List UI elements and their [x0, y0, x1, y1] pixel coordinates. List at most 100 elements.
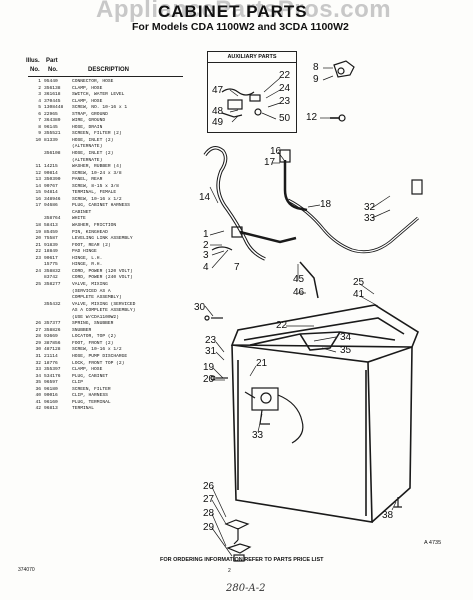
callout-23: 23 — [205, 335, 217, 346]
callout-25: 25 — [353, 277, 365, 288]
callout-41: 41 — [353, 289, 365, 300]
col-header-partno: No. — [48, 67, 58, 73]
row-description: CLAMP, HOSE — [72, 98, 103, 104]
page-subtitle: For Models CDA 1100W2 and 3CDA 1100W2 — [132, 21, 349, 33]
row-illus-no: 27 — [35, 327, 41, 333]
row-description: CONNECTOR, HOSE — [72, 79, 114, 84]
row-illus-no: 21 — [35, 242, 41, 248]
row-part-no: 355432 — [44, 301, 61, 307]
row-description: LEVELING LINK ASSEMBLY — [72, 236, 133, 242]
callout-32: 32 — [364, 202, 376, 213]
row-illus-no: 5 — [38, 105, 41, 111]
row-part-no: 358764 — [44, 216, 61, 222]
row-description: HOSE, INLET (2) — [72, 137, 114, 143]
row-illus-no: 7 — [38, 118, 41, 124]
row-part-no: 94814 — [44, 190, 58, 196]
row-part-no: 361618 — [44, 92, 61, 98]
aux-wire-harness — [221, 88, 262, 118]
row-illus-no: 17 — [35, 203, 41, 209]
row-illus-no: 4 — [38, 98, 41, 104]
row-part-no: 358277 — [44, 281, 61, 287]
parts-table-row: CABINET — [28, 210, 193, 217]
row-description: SCREW, 8-15 x 3/8 — [72, 183, 119, 189]
hose-clamp-shape — [333, 60, 355, 78]
row-description: WASHER, RUBBER (4) — [72, 164, 122, 170]
callout-35: 35 — [340, 345, 352, 356]
row-description: CORD, POWER (240 VOLT) — [72, 275, 133, 281]
row-part-no: 96813 — [44, 406, 58, 412]
aux-callout-48: 48 — [212, 106, 224, 117]
row-part-no: 358832 — [44, 268, 61, 274]
callout-20: 20 — [203, 374, 215, 385]
row-illus-no: 34 — [35, 373, 41, 379]
row-part-no: 358826 — [44, 327, 61, 333]
figure-code: A 4735 — [424, 540, 442, 546]
row-description: SNUBBER — [72, 327, 92, 333]
callout-18: 18 — [320, 199, 332, 210]
auxiliary-parts-box: AUXILIARY PARTS — [207, 51, 297, 133]
parts-table-row: (USE W/CDA1100W2) — [28, 315, 193, 322]
callout-31: 31 — [205, 346, 217, 357]
row-description: LOCK, FRONT TOP (2) — [72, 360, 125, 366]
row-part-no: 90016 — [44, 393, 58, 399]
row-part-no: 83742 — [44, 275, 58, 281]
parts-table-row: COMPLETE ASSEMBLY) — [28, 295, 193, 302]
row-part-no: 85459 — [44, 229, 58, 235]
row-part-no: 355397 — [44, 367, 61, 373]
row-part-no: 96180 — [44, 386, 58, 392]
aux-callout-49: 49 — [212, 117, 224, 128]
callout-19: 19 — [203, 362, 215, 373]
row-illus-no: 11 — [35, 164, 41, 170]
callout-27: 27 — [203, 494, 215, 505]
callout-22: 22 — [276, 320, 288, 331]
cabinet-outline — [230, 304, 419, 523]
row-illus-no: 40 — [35, 393, 41, 399]
row-description: (ALTERNATE) — [72, 144, 103, 150]
aux-callout-22: 22 — [279, 70, 291, 81]
callout-4: 4 — [203, 262, 209, 273]
row-part-no: 487128 — [44, 347, 61, 353]
page-title: CABINET PARTS — [158, 2, 308, 21]
callout-38: 38 — [382, 510, 394, 521]
auxiliary-title-rule — [208, 62, 296, 63]
callout-9: 9 — [313, 74, 319, 85]
row-description: VALVE, MIXING — [72, 281, 108, 287]
aux-callout-24: 24 — [279, 83, 291, 94]
row-illus-no: 23 — [35, 255, 41, 261]
row-illus-no: 3 — [38, 92, 41, 98]
row-illus-no: 1 — [38, 79, 41, 84]
row-description: CLAMP, HOSE — [72, 367, 103, 373]
row-part-no: 15775 — [44, 262, 58, 268]
callout-45: 45 — [293, 274, 305, 285]
row-illus-no: 6 — [38, 111, 41, 117]
row-part-no: 21114 — [44, 353, 58, 359]
row-illus-no: 16 — [35, 196, 41, 202]
row-illus-no: 31 — [35, 353, 41, 359]
document-code: 374070 — [18, 567, 35, 573]
callout-14: 14 — [199, 192, 211, 203]
row-part-no: 94686 — [44, 203, 58, 209]
row-part-no: 96597 — [44, 380, 58, 386]
row-part-no: 14215 — [44, 164, 58, 170]
row-illus-no: 24 — [35, 268, 41, 274]
row-illus-no: 29 — [35, 340, 41, 346]
row-part-no: 387856 — [44, 340, 61, 346]
parts-table-row: 83742 CORD, POWER (240 VOLT) — [28, 275, 193, 282]
row-part-no: 356138 — [44, 85, 61, 91]
callout-33-bottom: 33 — [252, 430, 264, 441]
row-description: WHITE — [72, 216, 86, 222]
